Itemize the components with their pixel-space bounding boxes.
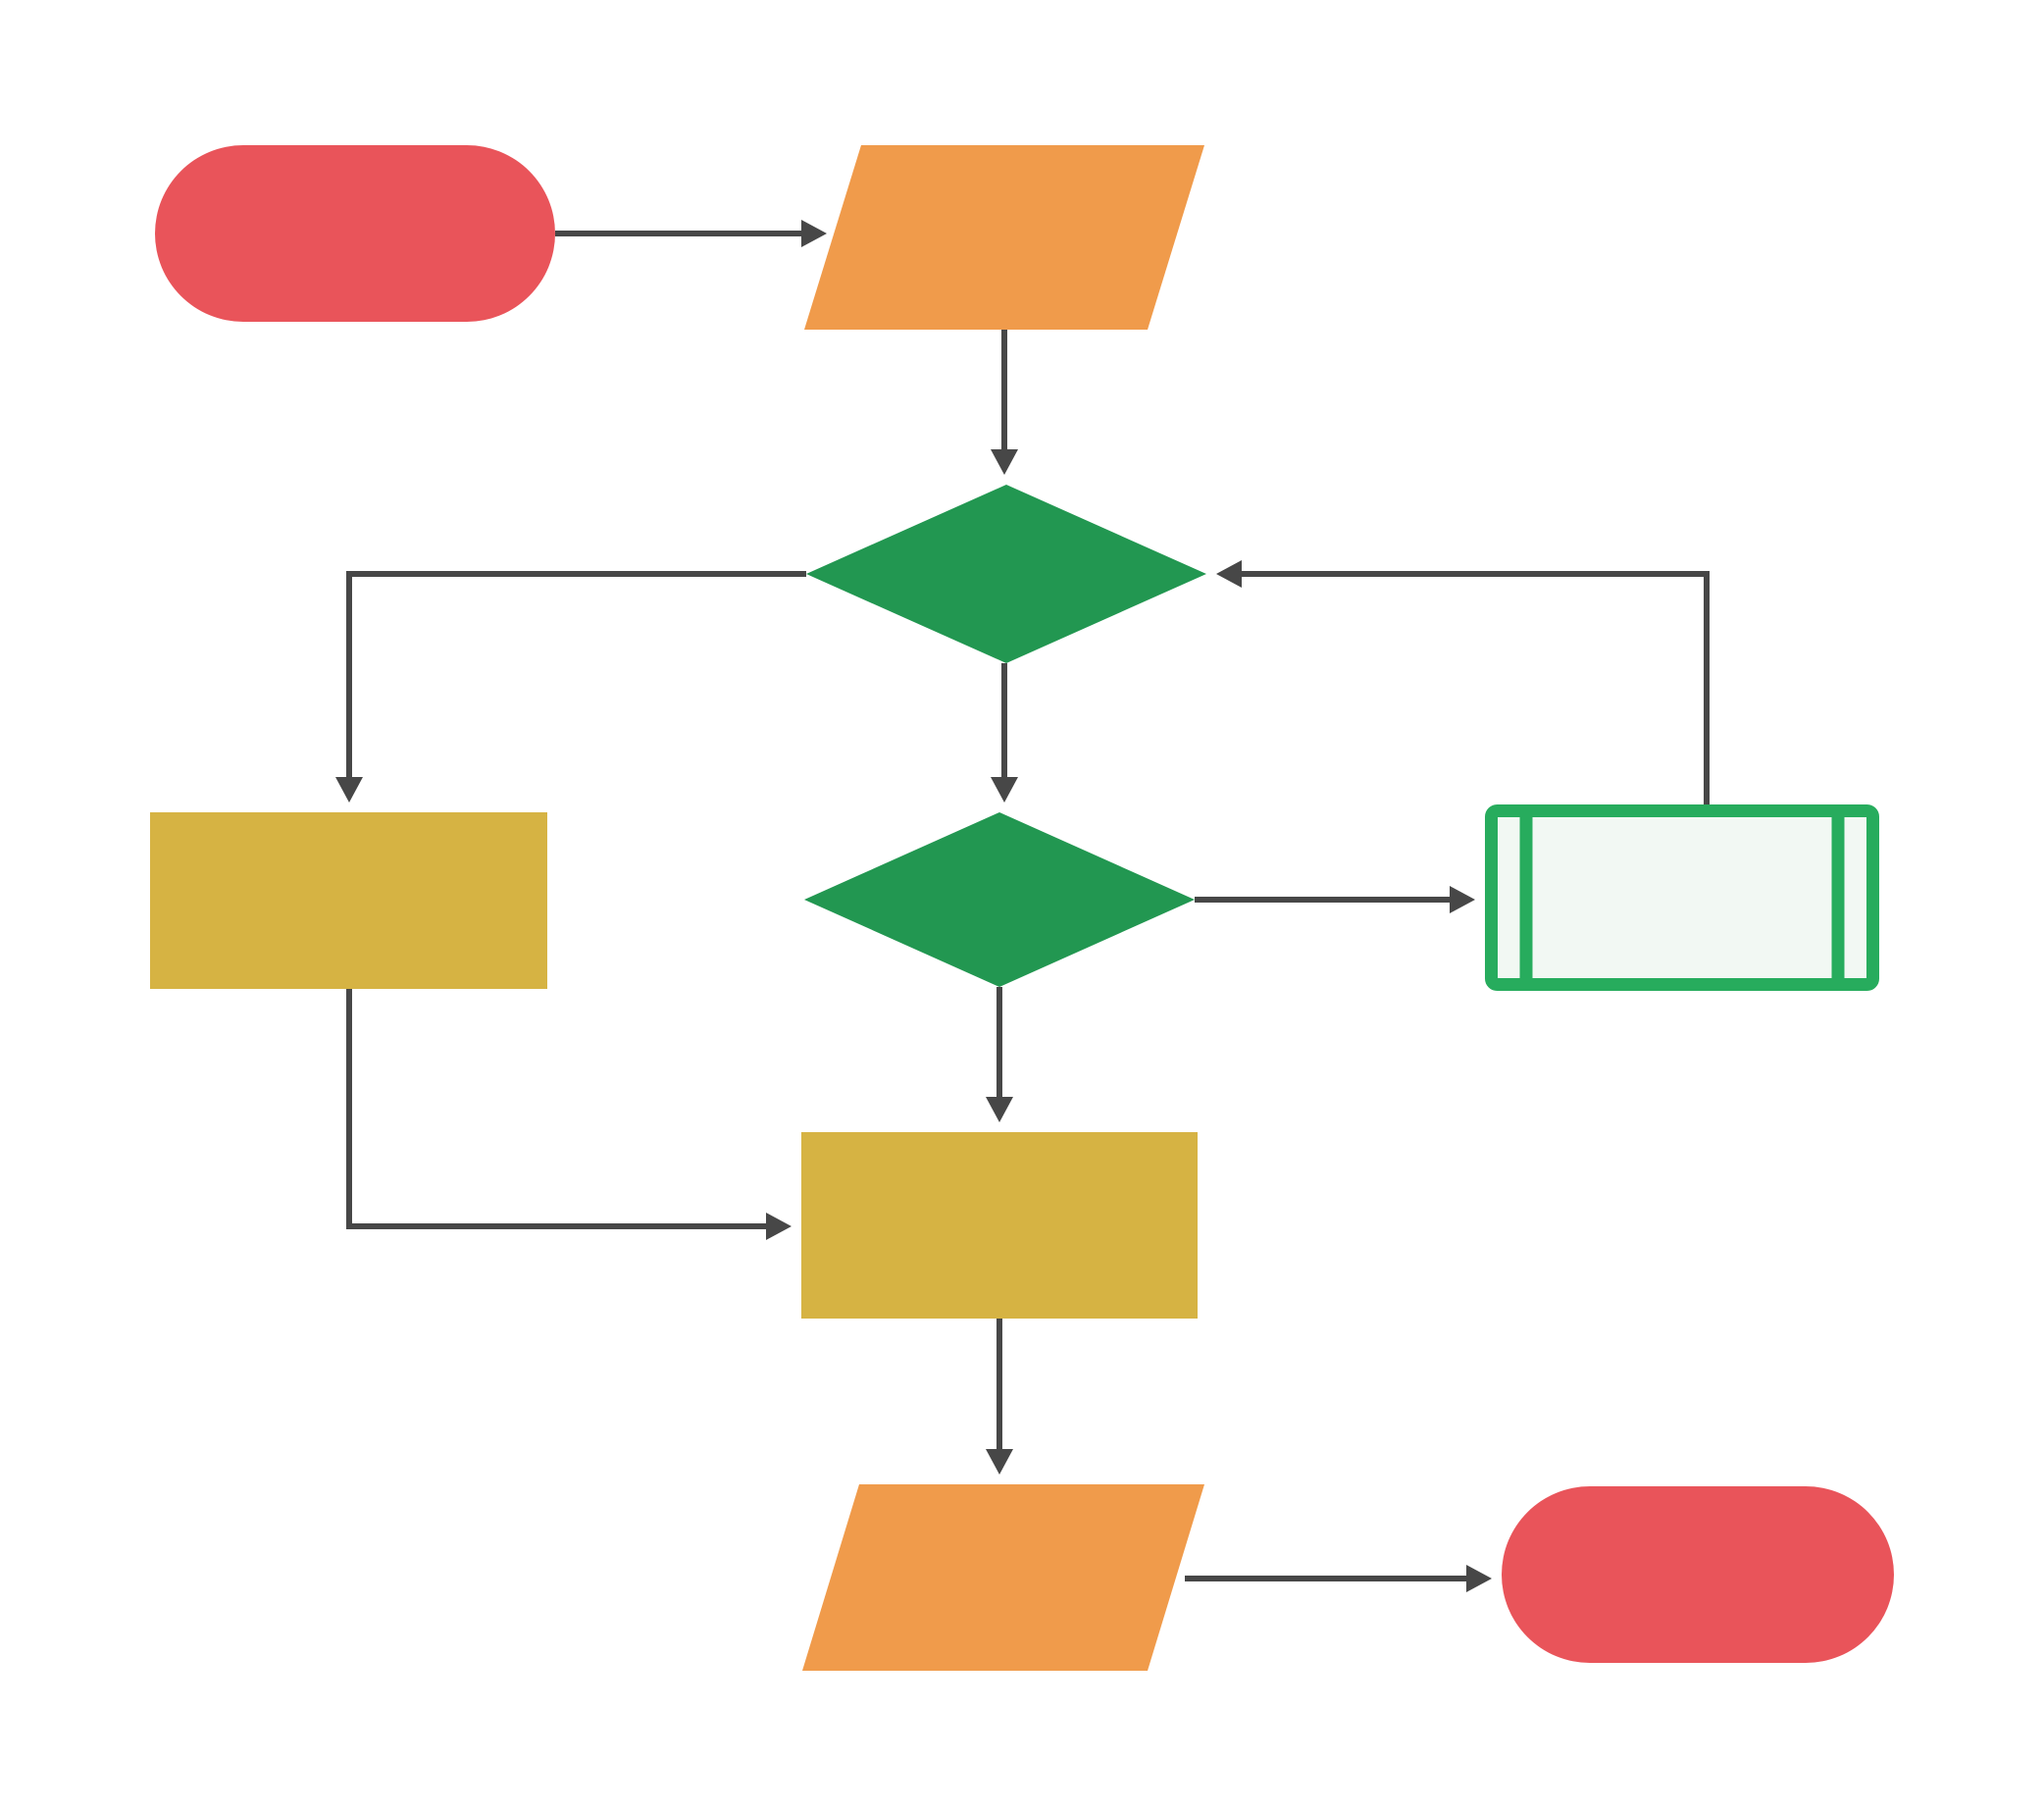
connector-process-center-to-output-arrowhead-icon xyxy=(986,1449,1013,1475)
connector-process-left-to-center-line xyxy=(346,989,769,1229)
connector-subroutine-feedback-line xyxy=(1239,571,1710,804)
connector-decision-secondary-to-center-arrowhead-icon xyxy=(986,1097,1013,1122)
connector-decision-to-process-left-arrowhead-icon xyxy=(335,777,363,803)
decision-secondary[interactable] xyxy=(804,812,1195,987)
connector-process-center-to-output[interactable] xyxy=(986,1319,1013,1475)
process-center[interactable] xyxy=(801,1132,1198,1319)
connector-output-to-end-arrowhead-icon xyxy=(1466,1565,1492,1592)
process-center-shape xyxy=(801,1132,1198,1319)
connector-decision-to-decision-secondary-arrowhead-icon xyxy=(991,777,1018,803)
connector-output-to-end[interactable] xyxy=(1185,1565,1492,1592)
start-terminator[interactable] xyxy=(155,145,555,322)
output-parallelogram[interactable] xyxy=(802,1484,1204,1671)
decision-secondary-shape xyxy=(804,812,1195,987)
connector-decision-to-process-left-line xyxy=(346,571,806,780)
connector-decision-to-subroutine-arrowhead-icon xyxy=(1450,886,1475,913)
node-layer xyxy=(150,145,1894,1671)
subroutine-box[interactable] xyxy=(1485,804,1879,991)
connector-subroutine-feedback[interactable] xyxy=(1216,560,1710,804)
input-parallelogram[interactable] xyxy=(804,145,1204,330)
connector-decision-secondary-to-center[interactable] xyxy=(986,987,1013,1122)
end-terminator[interactable] xyxy=(1502,1486,1894,1663)
connector-start-to-input[interactable] xyxy=(555,220,827,247)
decision-primary-shape xyxy=(806,485,1206,663)
connector-input-to-decision-arrowhead-icon xyxy=(991,449,1018,475)
output-parallelogram-shape xyxy=(802,1484,1204,1671)
connector-layer xyxy=(335,220,1710,1592)
end-terminator-shape xyxy=(1502,1486,1894,1663)
connector-decision-to-subroutine[interactable] xyxy=(1195,886,1475,913)
connector-process-left-to-center-arrowhead-icon xyxy=(766,1213,792,1240)
connector-subroutine-feedback-arrowhead-icon xyxy=(1216,560,1242,588)
process-left-shape xyxy=(150,812,547,989)
connector-decision-to-decision-secondary[interactable] xyxy=(991,663,1018,803)
connector-process-left-to-center[interactable] xyxy=(346,989,792,1240)
connector-decision-to-process-left[interactable] xyxy=(335,571,806,803)
process-left[interactable] xyxy=(150,812,547,989)
input-parallelogram-shape xyxy=(804,145,1204,330)
connector-start-to-input-arrowhead-icon xyxy=(801,220,827,247)
connector-input-to-decision[interactable] xyxy=(991,330,1018,475)
decision-primary[interactable] xyxy=(806,485,1206,663)
subroutine-box-shape xyxy=(1485,804,1879,991)
start-terminator-shape xyxy=(155,145,555,322)
